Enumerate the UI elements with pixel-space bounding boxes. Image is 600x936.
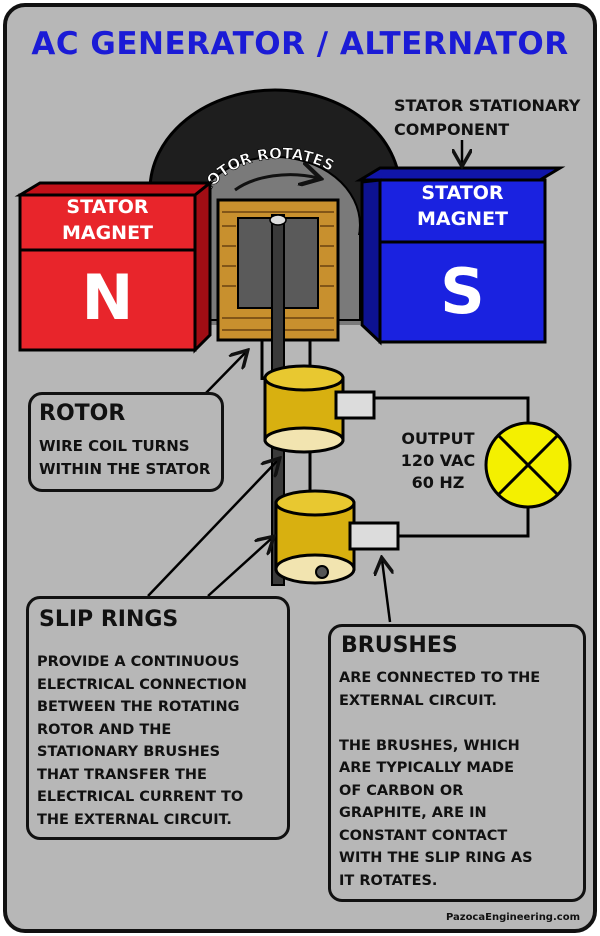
north-magnet-label: STATOR MAGNET xyxy=(20,194,195,246)
rotor-heading: ROTOR xyxy=(39,401,126,426)
rotor-line2: WITHIN THE STATOR xyxy=(39,460,211,478)
rotation-arrow xyxy=(234,175,318,192)
lamp-icon xyxy=(484,421,572,509)
brushes-line: THE BRUSHES, WHICH xyxy=(339,737,520,754)
brushes-line: IT ROTATES. xyxy=(339,872,438,889)
south-magnet-line2: MAGNET xyxy=(416,208,509,230)
brushes-line: ARE TYPICALLY MADE xyxy=(339,760,514,776)
brush-arrow xyxy=(382,560,390,623)
slip-rings-line: ROTOR AND THE xyxy=(37,721,172,738)
slip-rings-line: THAT TRANSFER THE xyxy=(37,766,207,783)
lower-slip-ring xyxy=(274,489,356,585)
rotor-arrow xyxy=(204,352,246,395)
slip-rings-line: PROVIDE A CONTINUOUS xyxy=(37,654,240,670)
circuit-wire-top xyxy=(372,396,530,425)
slip-rings-line: ELECTRICAL CURRENT TO xyxy=(37,789,244,805)
slip-rings-line: STATIONARY BRUSHES xyxy=(37,744,221,760)
slip-rings-body: PROVIDE A CONTINUOUS ELECTRICAL CONNECTI… xyxy=(37,651,247,831)
south-magnet-label: STATOR MAGNET xyxy=(380,180,545,232)
upper-brush xyxy=(334,390,376,420)
slip-ring-arrow-2 xyxy=(207,538,272,597)
south-magnet xyxy=(354,166,566,346)
rotor-callout: ROTOR WIRE COIL TURNS WITHIN THE STATOR xyxy=(28,392,224,492)
slip-rings-line: THE EXTERNAL CIRCUIT. xyxy=(37,811,232,828)
stator-note-line1: STATOR STATIONARY xyxy=(394,96,581,115)
lower-brush xyxy=(348,521,400,551)
output-line2: 120 VAC xyxy=(400,451,476,470)
slip-rings-heading: SLIP RINGS xyxy=(39,607,179,632)
north-magnet-line1: STATOR xyxy=(66,196,149,218)
slip-rings-callout: SLIP RINGS PROVIDE A CONTINUOUS ELECTRIC… xyxy=(26,596,290,840)
diagram-title: AC GENERATOR / ALTERNATOR xyxy=(31,26,569,62)
stator-note: STATOR STATIONARY COMPONENT xyxy=(394,94,580,142)
south-magnet-line1: STATOR xyxy=(421,182,504,204)
brushes-line: EXTERNAL CIRCUIT. xyxy=(339,692,497,709)
output-line1: OUTPUT xyxy=(401,429,475,448)
brushes-callout: BRUSHES ARE CONNECTED TO THE EXTERNAL CI… xyxy=(328,624,586,902)
north-magnet-line2: MAGNET xyxy=(61,222,154,244)
slip-rings-line: ELECTRICAL CONNECTION xyxy=(37,676,247,693)
north-pole-letter: N xyxy=(81,261,134,334)
slip-rings-line: BETWEEN THE ROTATING xyxy=(37,699,240,715)
brushes-line: WITH THE SLIP RING AS xyxy=(339,850,533,866)
brushes-line xyxy=(339,712,540,735)
output-label: OUTPUT 120 VAC 60 HZ xyxy=(392,428,484,494)
brushes-line: GRAPHITE, ARE IN xyxy=(339,805,487,821)
north-magnet xyxy=(14,179,215,354)
brushes-heading: BRUSHES xyxy=(341,633,458,658)
brushes-body: ARE CONNECTED TO THE EXTERNAL CIRCUIT. T… xyxy=(339,667,540,892)
brushes-line: ARE CONNECTED TO THE xyxy=(339,670,541,686)
brushes-line: CONSTANT CONTACT xyxy=(339,827,508,844)
circuit-wire-bottom xyxy=(398,505,530,538)
footer-credit: PazocaEngineering.com xyxy=(445,912,580,923)
stator-note-line2: COMPONENT xyxy=(394,120,510,139)
brushes-line: OF CARBON OR xyxy=(339,782,464,799)
slip-ring-arrow-1 xyxy=(147,460,278,597)
output-line3: 60 HZ xyxy=(411,473,465,492)
south-pole-letter: S xyxy=(440,255,485,328)
upper-slip-ring xyxy=(263,364,345,454)
rotor-line1: WIRE COIL TURNS xyxy=(39,437,190,455)
